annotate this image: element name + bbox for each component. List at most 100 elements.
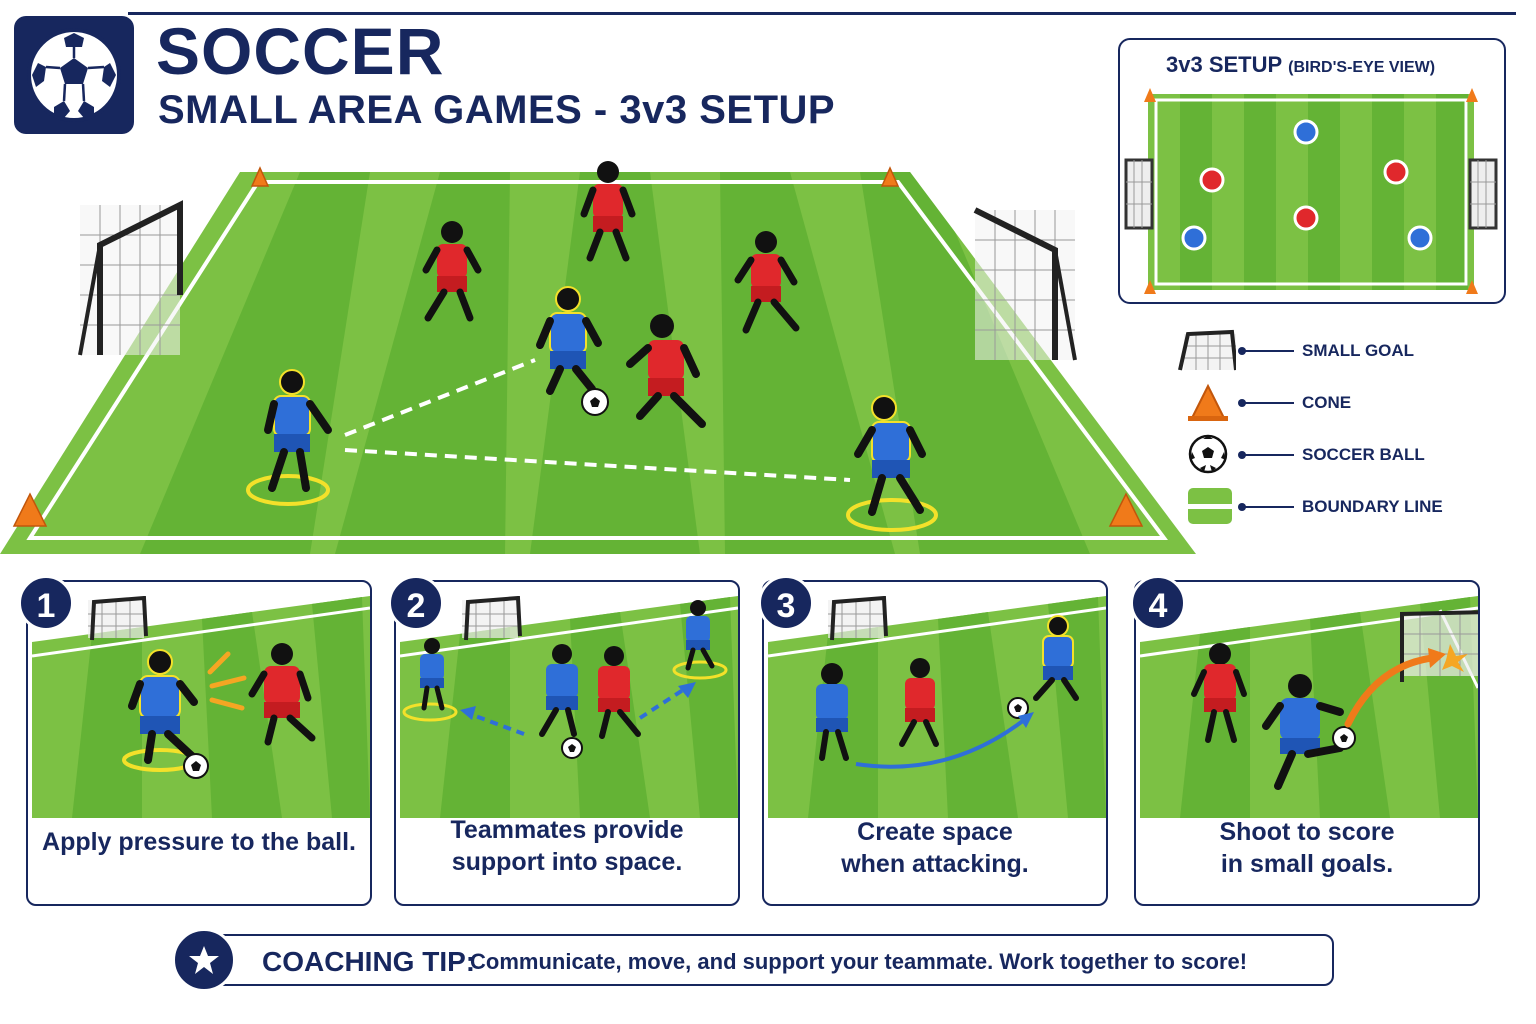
player-blue — [128, 649, 198, 764]
step-card-2: Teammates provide support into space. — [394, 580, 740, 906]
player-red — [734, 231, 800, 334]
step-card-4: Shoot to score in small goals. — [1134, 580, 1480, 906]
soccer-ball — [561, 737, 583, 759]
goal-icon — [88, 596, 148, 641]
goal-icon — [1400, 610, 1478, 682]
legend-label: SOCCER BALL — [1302, 445, 1425, 464]
soccer-ball — [1007, 697, 1029, 719]
goal-icon — [1124, 158, 1154, 230]
legend-item-ball: SOCCER BALL — [1176, 432, 1506, 476]
goal-icon — [462, 596, 522, 641]
goal-icon — [1178, 329, 1236, 371]
player-blue — [420, 638, 445, 711]
boundary-line — [26, 180, 1168, 540]
blue-marker — [1293, 119, 1319, 145]
step-number-3: 3 — [758, 575, 814, 631]
step-3-scene — [768, 596, 1106, 818]
step-caption-line: support into space. — [451, 848, 683, 876]
step-caption-line: when attacking. — [841, 850, 1029, 878]
legend-leader-line — [1238, 347, 1294, 355]
player-red — [899, 658, 939, 747]
star-icon — [189, 946, 219, 974]
star-badge — [172, 928, 236, 992]
player-red — [248, 643, 316, 746]
cone-icon — [1144, 88, 1156, 102]
player-blue — [854, 395, 926, 516]
inset-title-note: (BIRD'S-EYE VIEW) — [1288, 59, 1436, 76]
cone-icon — [250, 166, 270, 187]
step-caption-line: Apply pressure to the ball. — [42, 828, 356, 856]
step-caption-line: in small goals. — [1220, 850, 1394, 878]
legend-leader-line — [1238, 399, 1294, 407]
step-2-scene — [400, 596, 738, 818]
step-caption-line: Teammates provide — [450, 816, 684, 844]
soccer-ball-icon — [1188, 434, 1228, 474]
step-caption-line: Shoot to score — [1219, 818, 1395, 846]
coaching-tip: COACHING TIP: Communicate, move, and sup… — [194, 934, 1334, 986]
goal-icon — [1468, 158, 1498, 230]
step-number-4: 4 — [1130, 575, 1186, 631]
player-red — [1191, 643, 1247, 743]
legend-label: SMALL GOAL — [1302, 341, 1415, 360]
blue-marker — [1181, 225, 1207, 251]
page-title: SOCCER — [156, 14, 445, 88]
step-card-3: Create space when attacking. — [762, 580, 1108, 906]
cone-icon — [880, 166, 900, 187]
legend-item-boundary: BOUNDARY LINE — [1176, 484, 1506, 528]
red-marker — [1293, 205, 1319, 231]
cone-icon — [1188, 383, 1228, 421]
blue-marker — [1407, 225, 1433, 251]
step-4-scene — [1140, 596, 1478, 818]
step-caption: Teammates provide support into space. — [404, 814, 730, 878]
legend-label: BOUNDARY LINE — [1302, 497, 1443, 516]
step-caption: Shoot to score in small goals. — [1144, 816, 1470, 880]
legend-leader-line — [1238, 503, 1294, 511]
legend-leader-line — [1238, 451, 1294, 459]
player-blue — [816, 663, 849, 761]
logo — [14, 16, 134, 134]
soccer-ball — [183, 753, 209, 779]
birds-eye-diagram — [1124, 88, 1498, 294]
legend-item-goal: SMALL GOAL — [1176, 328, 1506, 372]
cone-icon — [1466, 88, 1478, 102]
goal-icon — [828, 596, 888, 641]
player-blue — [1033, 615, 1079, 701]
player-red — [422, 221, 482, 322]
page-subtitle: SMALL AREA GAMES - 3v3 SETUP — [158, 88, 836, 132]
coaching-tip-text: Communicate, move, and support your team… — [470, 949, 1248, 974]
cone-icon — [1466, 280, 1478, 294]
soccer-ball-icon — [27, 28, 121, 122]
inset-title-text: 3v3 SETUP — [1166, 52, 1283, 77]
player-blue — [685, 600, 715, 671]
header-rule — [128, 12, 1516, 15]
step-card-1: Apply pressure to the ball. — [26, 580, 372, 906]
soccer-ball — [1332, 726, 1356, 750]
step-caption-line: Create space — [857, 818, 1013, 846]
player-red — [580, 161, 636, 262]
player-blue — [1262, 674, 1344, 790]
player-red — [598, 646, 641, 739]
boundary-line-icon — [1188, 488, 1232, 524]
legend-item-cone: CONE — [1176, 380, 1506, 424]
step-caption: Apply pressure to the ball. — [36, 826, 362, 858]
cone-icon — [12, 492, 48, 527]
main-field — [0, 161, 1196, 554]
step-caption: Create space when attacking. — [772, 816, 1098, 880]
step-number-2: 2 — [388, 575, 444, 631]
inset-title: 3v3 SETUP (BIRD'S-EYE VIEW) — [1166, 52, 1435, 78]
player-blue — [539, 644, 578, 737]
red-marker — [1383, 159, 1409, 185]
legend-label: CONE — [1302, 393, 1352, 412]
player-blue — [264, 369, 332, 492]
goal-right — [973, 207, 1077, 361]
cone-icon — [1108, 492, 1144, 527]
step-1-scene — [32, 596, 370, 818]
player-red — [626, 314, 706, 428]
goal-left — [78, 200, 183, 356]
cone-icon — [1144, 280, 1156, 294]
soccer-ball — [581, 388, 609, 416]
player-blue — [536, 286, 602, 395]
step-number-1: 1 — [18, 575, 74, 631]
birds-eye-inset: 3v3 SETUP (BIRD'S-EYE VIEW) — [1118, 38, 1506, 304]
coaching-tip-label: COACHING TIP: — [262, 946, 476, 977]
